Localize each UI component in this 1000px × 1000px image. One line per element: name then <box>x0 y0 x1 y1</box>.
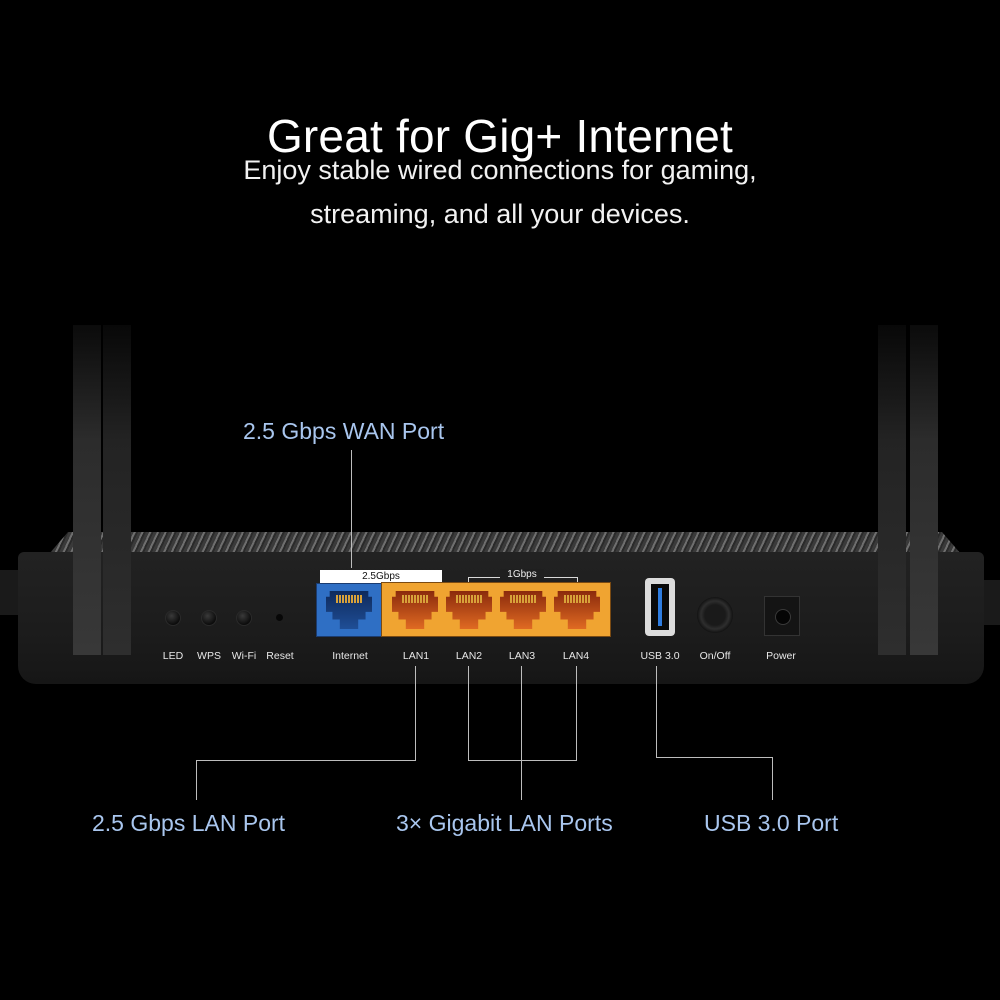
lan3-label: LAN3 <box>508 650 536 662</box>
reset-label: Reset <box>266 650 294 662</box>
lan4-label: LAN4 <box>562 650 590 662</box>
wifi-button[interactable] <box>236 610 252 626</box>
lan2-label: LAN2 <box>455 650 483 662</box>
gigabit-leader-line-h <box>468 760 577 761</box>
lan25-leader-line-v1 <box>415 666 416 761</box>
wan-leader-line <box>351 450 352 568</box>
ethernet-port-icon <box>326 591 372 629</box>
lan1-label: LAN1 <box>402 650 430 662</box>
router-side-right <box>982 580 1000 625</box>
gigabit-ports-callout: 3× Gigabit LAN Ports <box>396 810 613 836</box>
internet-label: Internet <box>332 650 368 662</box>
usb-leader-line-h <box>656 757 773 758</box>
lan2-port[interactable] <box>446 591 492 629</box>
gigabit-leader-line-lan4 <box>576 666 577 761</box>
antenna-left-front <box>73 325 101 655</box>
antenna-left-back <box>103 325 131 655</box>
subheadline: Enjoy stable wired connections for gamin… <box>0 148 1000 236</box>
usb-label: USB 3.0 <box>640 650 680 662</box>
wifi-label: Wi-Fi <box>231 650 257 662</box>
wps-button[interactable] <box>201 610 217 626</box>
antenna-right-back <box>878 325 906 655</box>
lan-speed-tag: 1Gbps <box>500 569 544 580</box>
power-jack[interactable] <box>764 596 800 636</box>
antenna-right-front <box>910 325 938 655</box>
lan25-port-callout: 2.5 Gbps LAN Port <box>92 810 286 836</box>
subheadline-line-1: Enjoy stable wired connections for gamin… <box>243 155 757 185</box>
usb-port-callout: USB 3.0 Port <box>704 810 839 836</box>
power-switch[interactable] <box>697 597 733 633</box>
reset-pinhole[interactable] <box>276 614 283 621</box>
wan-port-callout: 2.5 Gbps WAN Port <box>243 418 445 444</box>
power-label: Power <box>766 650 796 662</box>
lan1-port[interactable] <box>392 591 438 629</box>
internet-port[interactable] <box>316 583 382 637</box>
usb-leader-line-v2 <box>772 757 773 800</box>
headline: Great for Gig+ Internet <box>266 109 734 162</box>
onoff-label: On/Off <box>699 650 731 662</box>
gigabit-leader-line-lan3 <box>521 666 522 800</box>
lan3-port[interactable] <box>500 591 546 629</box>
led-label: LED <box>162 650 184 662</box>
router-top-vent <box>49 532 961 554</box>
lan4-port[interactable] <box>554 591 600 629</box>
gigabit-leader-line-lan2 <box>468 666 469 761</box>
lan25-leader-line-h <box>196 760 416 761</box>
usb-leader-line-v1 <box>656 666 657 758</box>
subheadline-line-2: streaming, and all your devices. <box>310 199 690 229</box>
router-side-left <box>0 570 22 615</box>
wps-label: WPS <box>197 650 221 662</box>
usb-icon <box>658 588 662 626</box>
lan-port-group <box>381 582 611 637</box>
lan25-leader-line-v2 <box>196 760 197 800</box>
led-button[interactable] <box>165 610 181 626</box>
usb-port[interactable] <box>645 578 675 636</box>
wan-speed-tag: 2.5Gbps <box>320 570 442 583</box>
